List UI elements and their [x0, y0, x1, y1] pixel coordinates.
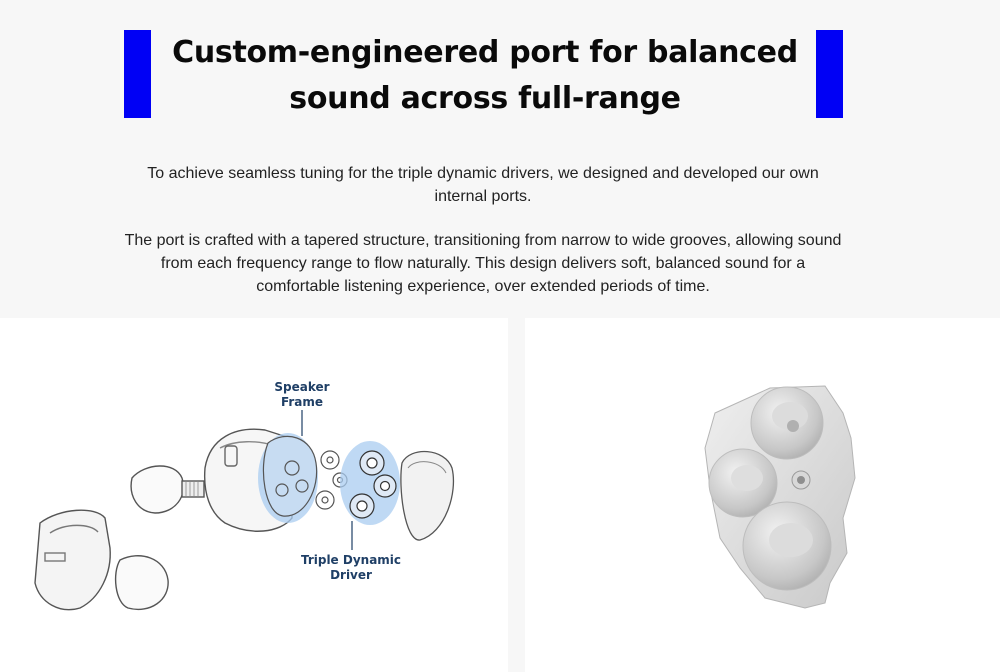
speaker-frame-label: Speaker Frame	[274, 380, 330, 409]
brand-mark	[44, 552, 66, 562]
faceplate	[400, 450, 455, 541]
accent-bar-left	[124, 30, 151, 118]
exploded-view-illustration	[34, 410, 455, 611]
page-title: Custom-engineered port for balanced soun…	[172, 35, 798, 116]
port-3d-render	[704, 385, 856, 609]
earpiece-shell-front	[34, 509, 111, 611]
accent-bar-right	[816, 30, 843, 118]
detail-paragraph: The port is crafted with a tapered struc…	[124, 232, 842, 295]
triple-driver-label: Triple Dynamic Driver	[300, 553, 402, 582]
ear-tip-upper	[130, 465, 185, 514]
exploded-diagram-panel: Speaker Frame Triple Dynamic Driver	[0, 318, 508, 672]
nozzle	[181, 480, 205, 498]
intro-paragraph: To achieve seamless tuning for the tripl…	[147, 165, 819, 205]
ear-tip-lower	[114, 555, 169, 610]
port-render-panel	[525, 318, 1000, 672]
hero-section: Custom-engineered port for balanced soun…	[0, 0, 1000, 318]
speaker-frame	[262, 435, 318, 517]
